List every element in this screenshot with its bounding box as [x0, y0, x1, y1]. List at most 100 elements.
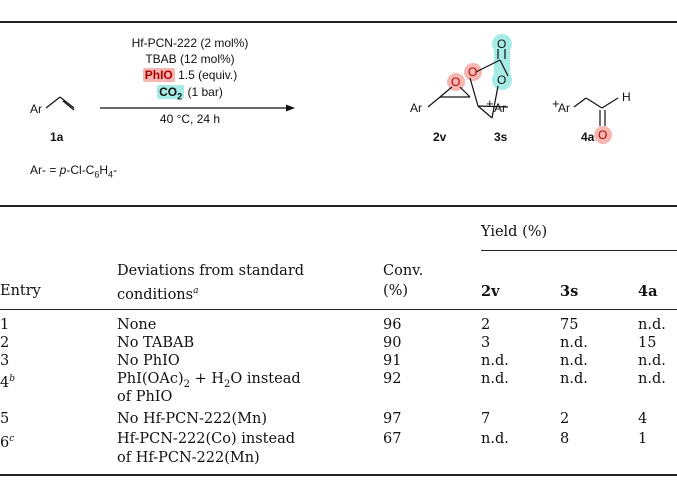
aldehyde-h: H [622, 90, 631, 104]
gas-pressure: (1 bar) [187, 85, 223, 99]
header-deviations-sup: a [193, 286, 199, 296]
row-deviation: No PhIO [117, 353, 180, 369]
row-deviation: None [117, 317, 157, 333]
row-entry: 2 [0, 335, 10, 351]
row-yield-3s: n.d. [560, 335, 588, 351]
gas-name: CO2 [157, 85, 185, 102]
header-3s: 3s [560, 283, 579, 300]
aldehyde-o: O [598, 128, 608, 142]
condition-additive: TBAB (12 mol%) [145, 52, 235, 66]
row-yield-4a: n.d. [638, 317, 666, 333]
reactant-ar: Ar [30, 102, 42, 116]
row-entry: 1 [0, 317, 10, 333]
row-entry: 4b [0, 370, 15, 392]
gas-formula: CO [159, 85, 178, 99]
plus-1: + [486, 96, 494, 111]
ar-def-sub1: 6 [94, 169, 100, 180]
ar-def-italic: p [59, 163, 67, 177]
header-conv-1: Conv. [383, 263, 424, 279]
condition-oxidant: PhIO 1.5 (equiv.) [95, 68, 285, 82]
header-conv-2: (%) [383, 283, 409, 299]
row-yield-4a: 15 [638, 335, 657, 351]
epoxide-o-highlight [447, 73, 465, 91]
row-deviation: No Hf-PCN-222(Mn) [117, 411, 268, 427]
styrene-bonds [45, 96, 75, 111]
row-deviation-end: O instead [230, 371, 301, 387]
table-top-rule [0, 205, 677, 207]
scheme-structures [45, 34, 619, 144]
row-entry: 5 [0, 411, 10, 427]
row-conv: 92 [383, 371, 402, 387]
row-yield-2v: n.d. [481, 353, 509, 369]
condition-temp-time: 40 °C, 24 h [159, 112, 221, 126]
row-yield-2v: n.d. [481, 431, 509, 447]
carbonate-ar: Ar [494, 101, 506, 115]
yield-underline [481, 250, 677, 251]
carbonate-o-red-highlight [464, 63, 482, 81]
carbonate-o-left: O [468, 65, 478, 79]
header-4a: 4a [638, 283, 658, 300]
table-bottom-rule [0, 474, 677, 476]
epoxide-bonds [427, 86, 471, 108]
row-deviation-line2: of Hf-PCN-222(Mn) [117, 450, 260, 466]
row-deviation: Hf-PCN-222(Co) instead [117, 431, 296, 447]
row-yield-2v: n.d. [481, 371, 509, 387]
aldehyde-bonds [573, 97, 619, 126]
ar-def-prefix: Ar- = [30, 163, 60, 177]
oxidant-amount: 1.5 (equiv.) [178, 68, 238, 82]
product-label-2v: 2v [433, 130, 447, 144]
header-yield: Yield (%) [481, 224, 548, 240]
row-entry-number: 6 [0, 434, 10, 451]
epoxide-o: O [451, 75, 461, 89]
row-entry-number: 4 [0, 374, 10, 391]
ar-def-sub2: 4 [108, 169, 114, 180]
row-entry-sup: c [9, 434, 15, 444]
row-conv: 97 [383, 411, 402, 427]
gas-subscript: 2 [177, 91, 183, 102]
ar-def-end: - [113, 163, 118, 177]
carbonate-bonds [469, 49, 509, 119]
row-deviation-sub1: 2 [183, 378, 190, 390]
row-conv: 67 [383, 431, 402, 447]
top-rule [0, 21, 677, 23]
row-deviation: PhI(OAc)2 + H2O instead [117, 370, 301, 394]
condition-gas: CO2 (1 bar) [95, 85, 285, 101]
carbonate-o-top: O [497, 37, 507, 51]
row-yield-2v: 7 [481, 411, 491, 427]
condition-catalyst: Hf-PCN-222 (2 mol%) [131, 36, 249, 50]
header-2v: 2v [481, 283, 500, 300]
ar-definition: Ar- = p-Cl-C6H4- [30, 163, 117, 179]
aldehyde-ar: Ar [558, 101, 570, 115]
row-yield-4a: 1 [638, 431, 648, 447]
header-entry: Entry [0, 283, 41, 299]
header-deviations-2: conditionsa [117, 282, 198, 305]
row-entry-sup: b [9, 374, 15, 384]
reaction-arrow [100, 104, 295, 112]
row-yield-4a: 4 [638, 411, 648, 427]
row-yield-3s: n.d. [560, 371, 588, 387]
oxidant-name: PhIO [142, 68, 175, 82]
row-yield-2v: 2 [481, 317, 491, 333]
product-label-3s: 3s [494, 130, 508, 144]
row-deviation-line2: of PhIO [117, 389, 173, 405]
row-yield-3s: 8 [560, 431, 570, 447]
product-label-4a: 4a [581, 130, 595, 144]
epoxide-ar: Ar [410, 101, 422, 115]
plus-2: + [552, 96, 560, 111]
row-deviation-part1: PhI(OAc) [117, 371, 184, 387]
header-deviations-2-text: conditions [117, 286, 194, 303]
reactant-label: 1a [50, 130, 64, 144]
row-yield-3s: n.d. [560, 353, 588, 369]
row-entry: 6c [0, 430, 14, 452]
row-conv: 96 [383, 317, 402, 333]
row-deviation-sub2: 2 [224, 378, 231, 390]
row-entry: 3 [0, 353, 10, 369]
row-yield-4a: n.d. [638, 371, 666, 387]
row-yield-2v: 3 [481, 335, 491, 351]
header-bottom-rule [0, 309, 677, 310]
row-deviation-mid: + H [190, 371, 225, 387]
row-yield-3s: 75 [560, 317, 579, 333]
row-deviation: No TABAB [117, 335, 195, 351]
ar-def-rest: -Cl-C [66, 163, 95, 177]
row-yield-3s: 2 [560, 411, 570, 427]
